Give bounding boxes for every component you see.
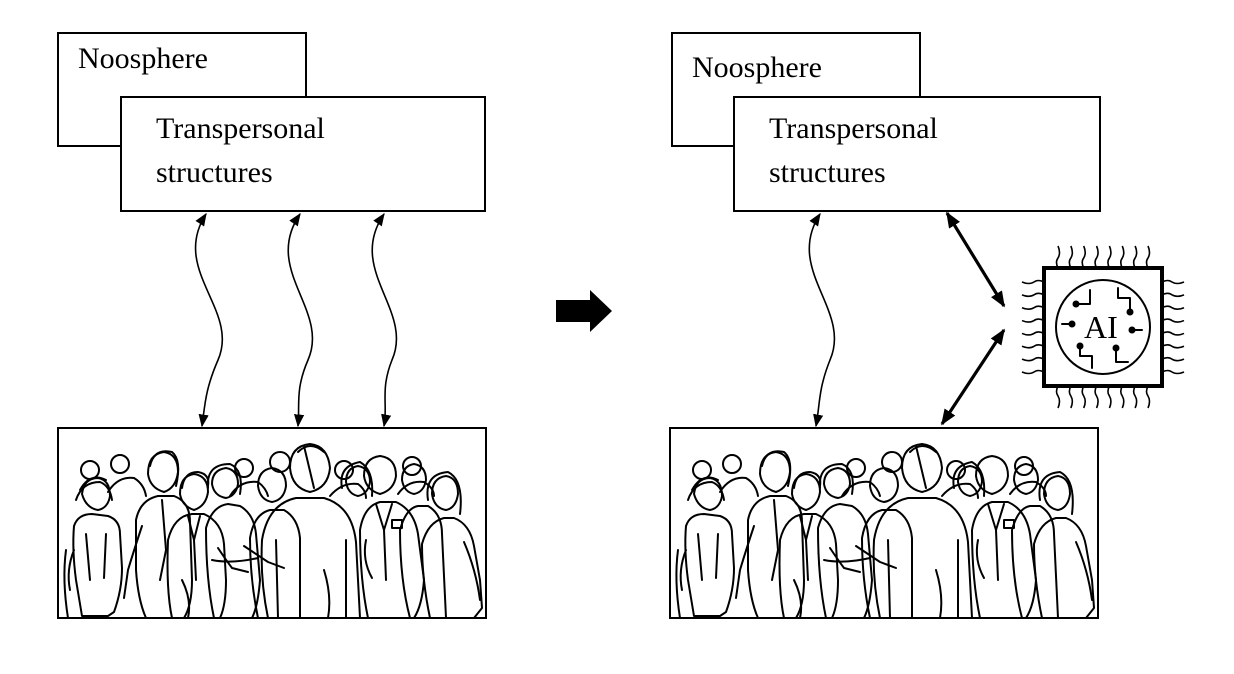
chip-pin [1022, 306, 1044, 309]
chip-pin [1069, 386, 1072, 408]
chip-pin [1147, 386, 1150, 408]
chip-pin [1162, 371, 1184, 374]
ai-chip-icon: AI [1022, 246, 1184, 408]
chip-pin [1162, 358, 1184, 361]
right-panel: Noosphere Transpersonal structures AI [670, 33, 1184, 618]
noosphere-label-right: Noosphere [692, 51, 822, 84]
chip-pin [1162, 345, 1184, 348]
chip-pin [1162, 293, 1184, 296]
chip-pin [1108, 246, 1111, 268]
ai-to-people-arrow [942, 330, 1004, 424]
chip-pin [1121, 246, 1124, 268]
chip-pin [1082, 386, 1085, 408]
transpersonal-label-right-line1: Transpersonal [769, 112, 938, 145]
chip-pin [1134, 246, 1137, 268]
ai-to-structures-arrow [947, 213, 1004, 306]
chip-pin [1022, 371, 1044, 374]
chip-pin [1082, 246, 1085, 268]
chip-pin [1022, 293, 1044, 296]
connection-arrow-left-2 [288, 214, 312, 426]
connection-arrow-right-1 [809, 214, 834, 426]
transpersonal-label-right-line2: structures [769, 156, 886, 189]
chip-pin [1108, 386, 1111, 408]
chip-pin [1147, 246, 1150, 268]
chip-pin [1162, 306, 1184, 309]
left-panel: Noosphere Transpersonal structures [58, 33, 486, 618]
chip-pin [1022, 281, 1044, 284]
chip-pin [1057, 246, 1060, 268]
chip-pin [1022, 332, 1044, 335]
chip-pin [1095, 246, 1098, 268]
chip-pin [1121, 386, 1124, 408]
chip-pin [1095, 386, 1098, 408]
ai-chip-label: AI [1084, 309, 1118, 345]
connection-arrow-left-3 [372, 214, 396, 426]
transpersonal-label-left-line1: Transpersonal [156, 112, 325, 145]
chip-pin [1162, 281, 1184, 284]
chip-pin [1162, 332, 1184, 335]
chip-pin [1022, 358, 1044, 361]
chip-pin [1057, 386, 1060, 408]
chip-pin [1162, 319, 1184, 322]
noosphere-label-left: Noosphere [78, 42, 208, 75]
connection-arrow-left-1 [196, 214, 223, 426]
chip-pin [1022, 319, 1044, 322]
chip-pin [1022, 345, 1044, 348]
right-arrow-icon [556, 290, 612, 332]
chip-pin [1134, 386, 1137, 408]
transpersonal-label-left-line2: structures [156, 156, 273, 189]
chip-pin [1069, 246, 1072, 268]
